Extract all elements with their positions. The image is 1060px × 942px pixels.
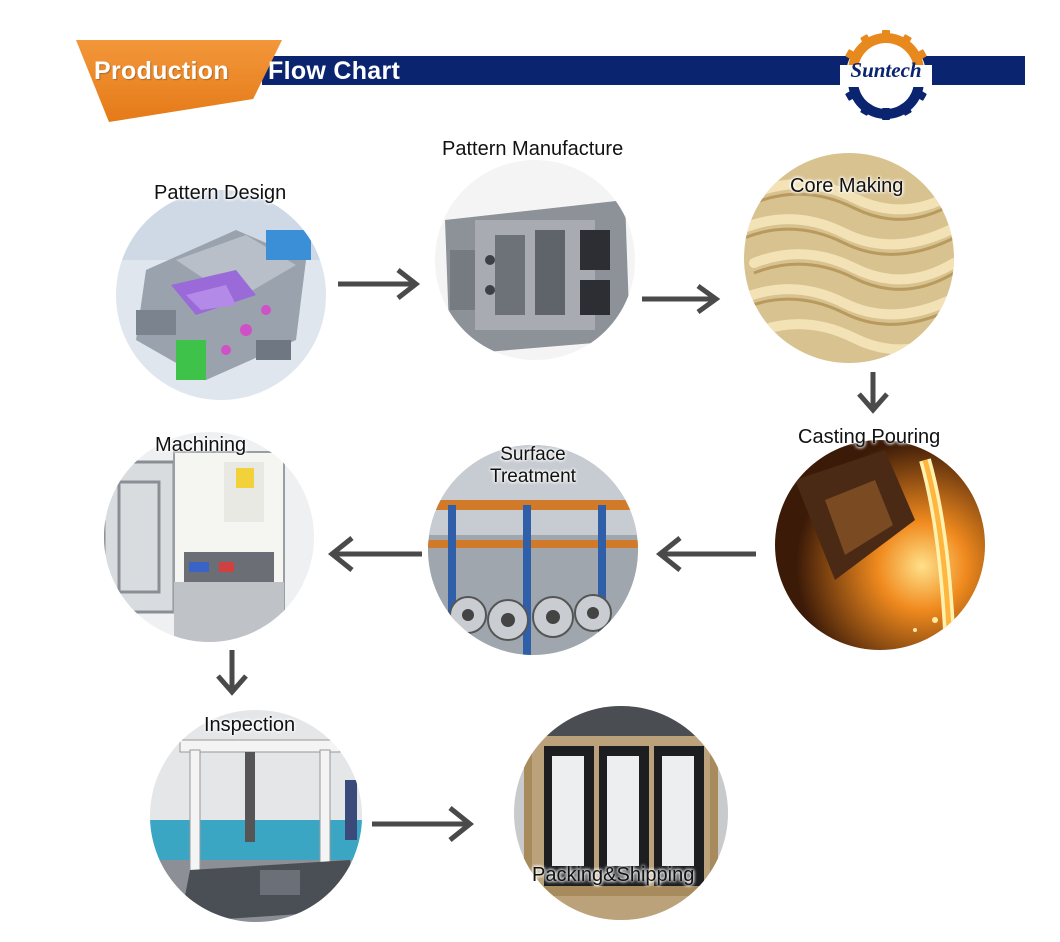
pattern-manufacture-image bbox=[435, 160, 635, 360]
gear-icon bbox=[840, 30, 932, 120]
suntech-logo bbox=[838, 27, 934, 123]
arrow-right-icon bbox=[338, 268, 421, 300]
step-label-machining: Machining bbox=[155, 434, 247, 456]
surface-treatment-line2: Treatment bbox=[490, 466, 576, 487]
step-label-packing-shipping: Packing&Shipping bbox=[532, 864, 695, 886]
step-label-pattern-design: Pattern Design bbox=[154, 182, 287, 204]
inspection-image bbox=[150, 710, 362, 922]
arrow-left-icon bbox=[327, 536, 422, 572]
surface-treatment-image bbox=[428, 445, 638, 655]
arrow-down-icon bbox=[857, 372, 889, 414]
machining-image bbox=[104, 432, 314, 642]
step-label-surface-treatment: Surface Treatment bbox=[478, 444, 588, 488]
arrow-right-icon bbox=[642, 283, 721, 315]
pattern-design-image bbox=[116, 190, 326, 400]
surface-treatment-line1: Surface bbox=[500, 444, 566, 465]
core-making-image bbox=[744, 153, 954, 363]
arrow-right-icon bbox=[372, 806, 475, 842]
step-label-inspection: Inspection bbox=[204, 714, 296, 736]
step-label-pattern-manufacture: Pattern Manufacture bbox=[442, 138, 624, 160]
arrow-left-icon bbox=[655, 536, 756, 572]
page-title-flow-chart: Flow Chart bbox=[268, 57, 401, 85]
brand-name: Suntech bbox=[850, 58, 922, 82]
page-title-production: Production bbox=[94, 57, 229, 85]
step-label-casting-pouring: Casting Pouring bbox=[798, 426, 941, 448]
step-label-core-making: Core Making bbox=[790, 175, 904, 197]
arrow-down-icon bbox=[216, 650, 248, 696]
casting-pouring-image bbox=[775, 440, 985, 650]
packing-shipping-image bbox=[514, 706, 728, 920]
